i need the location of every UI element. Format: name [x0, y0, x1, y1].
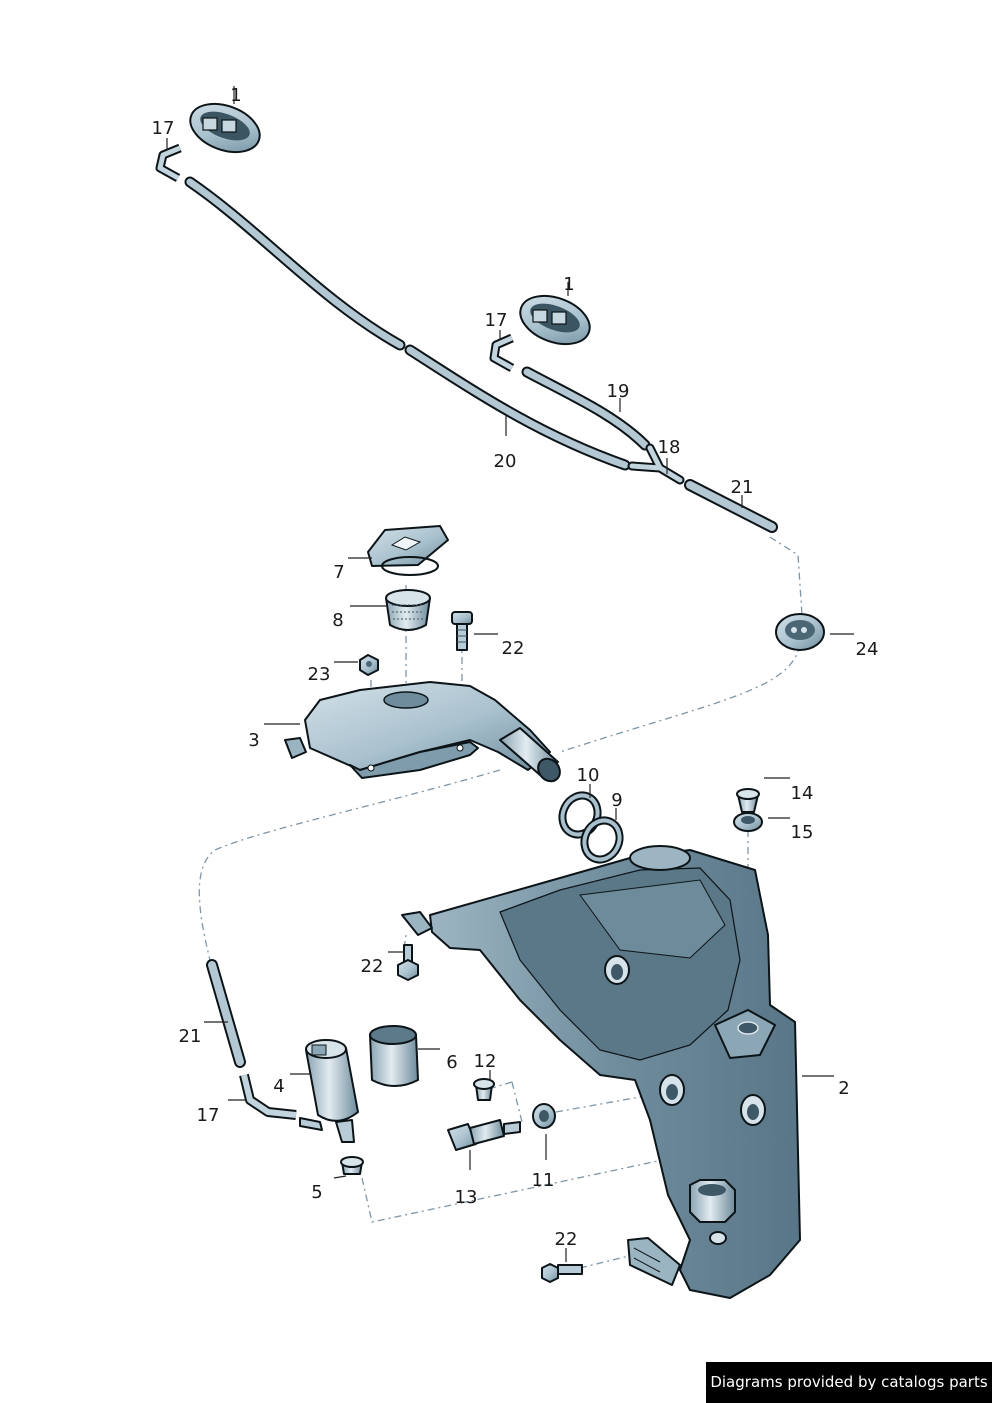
callout-labels: 1 17 1 17 19 20 18 21 7 8 22 24 23 3 10 … — [152, 85, 879, 1250]
seal-ring-9 — [580, 816, 624, 864]
filler-neck — [284, 681, 561, 783]
callout-20: 20 — [494, 451, 517, 472]
washer-pump — [299, 1039, 359, 1143]
bolt-lower — [541, 1263, 583, 1283]
callout-11: 11 — [532, 1170, 555, 1191]
leader-lines — [166, 86, 854, 1262]
elbow-connector-pump — [239, 1073, 297, 1120]
filler-strainer — [385, 589, 431, 631]
callout-21-lower: 21 — [179, 1026, 202, 1047]
callout-22-upper: 22 — [502, 638, 525, 659]
callout-1-lower: 1 — [563, 274, 574, 295]
bolt-upper — [451, 611, 473, 651]
callout-18: 18 — [658, 437, 681, 458]
callout-24: 24 — [856, 639, 879, 660]
callout-17-pump: 17 — [197, 1105, 220, 1126]
hose-21-lower — [206, 959, 246, 1068]
callout-15: 15 — [791, 822, 814, 843]
y-piece — [627, 443, 685, 485]
callout-21-upper: 21 — [731, 477, 754, 498]
level-sensor — [447, 1119, 521, 1151]
callout-22-lower: 22 — [555, 1229, 578, 1250]
callout-19: 19 — [607, 381, 630, 402]
washer-jet-upper — [189, 102, 261, 154]
callout-22-middle: 22 — [361, 956, 384, 977]
nut — [359, 654, 379, 676]
callout-17-upper: 17 — [152, 118, 175, 139]
callout-17-lower: 17 — [485, 310, 508, 331]
washer-jet-lower — [519, 294, 591, 346]
callout-23: 23 — [308, 664, 331, 685]
callout-14: 14 — [791, 783, 814, 804]
callout-13: 13 — [455, 1187, 478, 1208]
callout-12: 12 — [474, 1051, 497, 1072]
sensor-grommet — [532, 1103, 556, 1129]
callout-10: 10 — [577, 765, 600, 786]
callout-3: 3 — [248, 730, 259, 751]
callout-1-upper: 1 — [230, 85, 241, 106]
callout-2: 2 — [838, 1078, 849, 1099]
callout-6: 6 — [446, 1052, 457, 1073]
level-plug — [736, 788, 760, 813]
seal-ring-10 — [558, 791, 602, 839]
washer-reservoir — [401, 845, 801, 1299]
callout-4: 4 — [273, 1076, 284, 1097]
callout-7: 7 — [333, 562, 344, 583]
callout-5: 5 — [311, 1182, 322, 1203]
hose-19 — [521, 366, 651, 451]
hose-20 — [184, 176, 631, 471]
callout-8: 8 — [332, 610, 343, 631]
grommet — [775, 613, 825, 651]
sensor-clip — [473, 1078, 495, 1101]
filler-cap — [367, 525, 449, 576]
bolt-middle — [397, 944, 419, 981]
pump-seal — [340, 1156, 364, 1175]
pump-grommet — [369, 1025, 419, 1087]
attribution-banner: Diagrams provided by catalogs parts — [706, 1362, 992, 1403]
elbow-connector-upper — [155, 143, 182, 182]
callout-9: 9 — [611, 790, 622, 811]
grommet-small — [733, 812, 763, 832]
elbow-connector-lower — [489, 333, 515, 372]
hose-21-upper — [684, 479, 778, 533]
